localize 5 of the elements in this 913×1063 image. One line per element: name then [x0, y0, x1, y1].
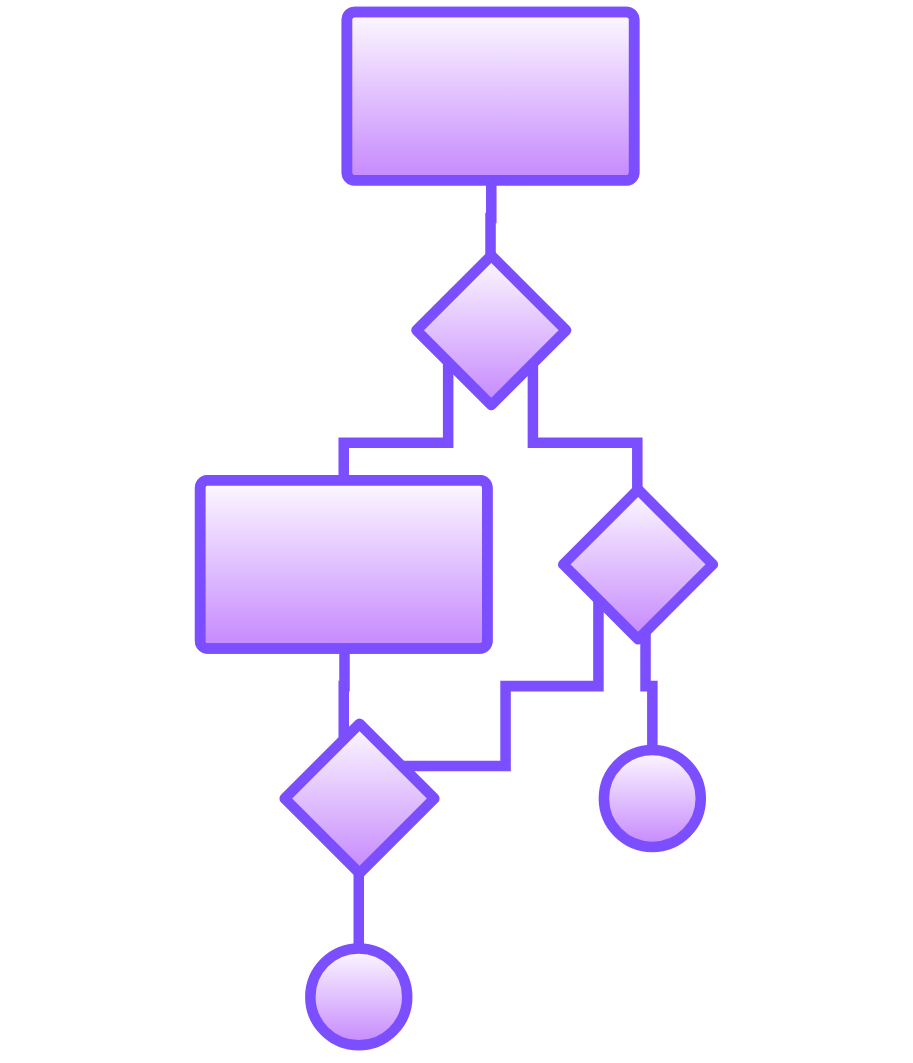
node-circle [598, 744, 707, 853]
node-diamond [411, 250, 572, 411]
node-diamond [558, 484, 719, 645]
node-circle [305, 943, 413, 1051]
node-diamond [279, 718, 440, 879]
